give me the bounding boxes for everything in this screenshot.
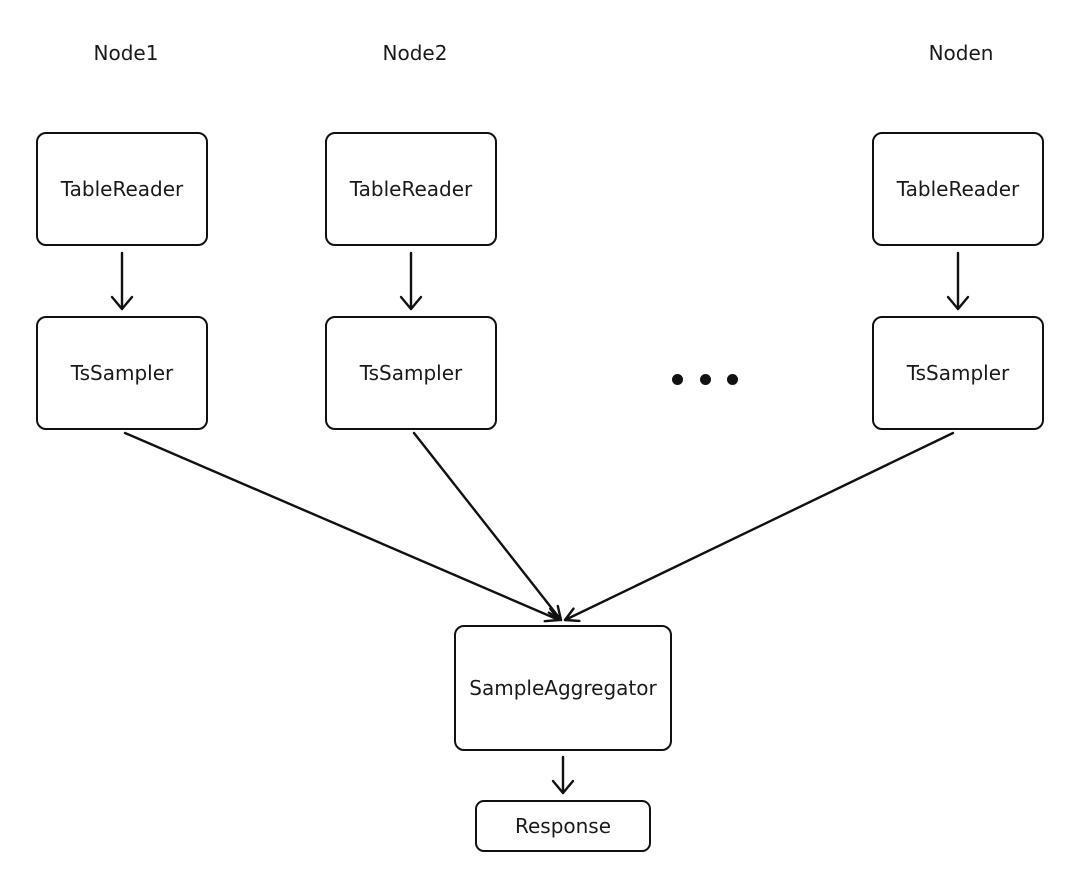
more-nodes-ellipsis xyxy=(672,368,738,390)
response-label: Response xyxy=(514,814,612,838)
node2-table-reader-box: TableReader xyxy=(325,132,497,246)
ellipsis-dot xyxy=(727,373,738,385)
node2-table-reader-label: TableReader xyxy=(349,177,473,201)
noden-reader-to-sampler-arrow xyxy=(946,251,970,311)
node2-ts-sampler-box: TsSampler xyxy=(325,316,497,430)
response-box: Response xyxy=(475,800,651,852)
sample-aggregator-label: SampleAggregator xyxy=(469,676,657,700)
node2-reader-to-sampler-arrow xyxy=(399,251,423,311)
noden-table-reader-box: TableReader xyxy=(872,132,1044,246)
ellipsis-dot xyxy=(672,373,683,385)
node1-title: Node1 xyxy=(93,41,159,65)
node2-title: Node2 xyxy=(382,41,448,65)
node1-ts-sampler-box: TsSampler xyxy=(36,316,208,430)
noden-title: Noden xyxy=(928,41,994,65)
node2-sampler-to-aggregator-arrow xyxy=(412,431,563,622)
noden-ts-sampler-box: TsSampler xyxy=(872,316,1044,430)
noden-table-reader-label: TableReader xyxy=(896,177,1020,201)
node2-ts-sampler-label: TsSampler xyxy=(359,361,463,385)
node1-reader-to-sampler-arrow xyxy=(110,251,134,311)
aggregator-to-response-arrow xyxy=(551,755,575,795)
sample-aggregator-box: SampleAggregator xyxy=(454,625,672,751)
ellipsis-dot xyxy=(699,373,711,385)
node1-ts-sampler-label: TsSampler xyxy=(70,361,174,385)
node1-sampler-to-aggregator-arrow xyxy=(123,431,561,623)
node1-table-reader-box: TableReader xyxy=(36,132,208,246)
noden-ts-sampler-label: TsSampler xyxy=(906,361,1010,385)
noden-sampler-to-aggregator-arrow xyxy=(563,431,955,623)
node1-table-reader-label: TableReader xyxy=(60,177,184,201)
